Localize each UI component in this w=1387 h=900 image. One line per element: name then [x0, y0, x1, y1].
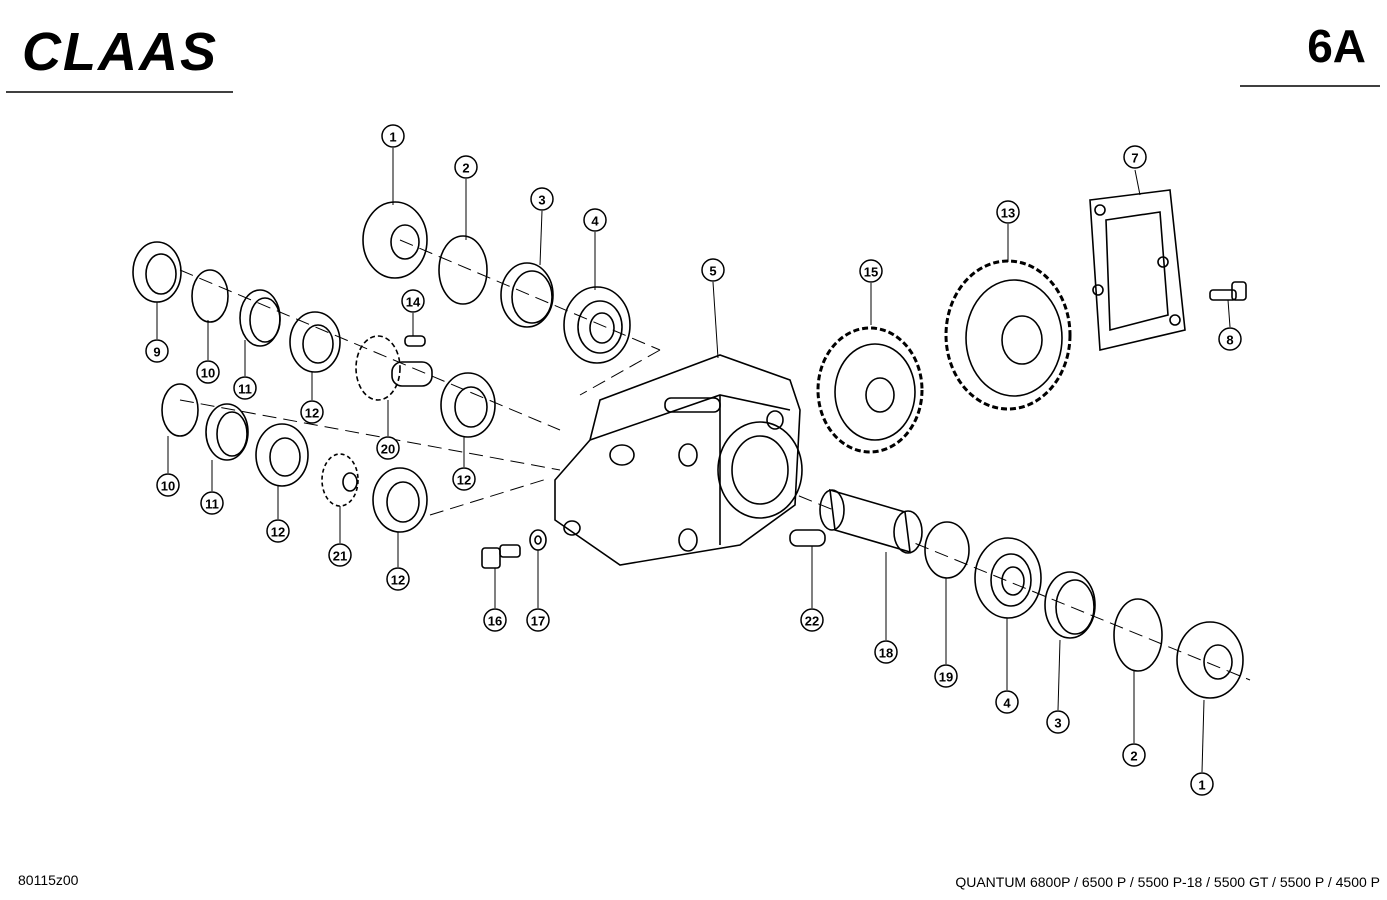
- callout-label: 21: [333, 549, 347, 564]
- washer-17: [529, 529, 547, 551]
- callout-label: 12: [457, 473, 471, 488]
- callout-10: 10: [196, 360, 220, 384]
- callout-label: 11: [205, 497, 219, 512]
- callout-13: 13: [996, 200, 1020, 224]
- bolt-8: [1209, 281, 1247, 301]
- callout-14: 14: [401, 289, 425, 313]
- callout-label: 22: [805, 614, 819, 629]
- callout-label: 19: [939, 670, 953, 685]
- callout-11: 11: [200, 491, 224, 515]
- pinion-21: [321, 453, 359, 507]
- bearing-12-lower-left: [255, 423, 309, 487]
- callout-7: 7: [1123, 145, 1147, 169]
- circlip-2-top: [438, 235, 488, 305]
- circlip-19: [924, 521, 970, 579]
- callout-9: 9: [145, 339, 169, 363]
- drawing-number: 80115z00: [18, 872, 79, 888]
- callout-12: 12: [386, 567, 410, 591]
- circlip-10-lower: [161, 383, 199, 437]
- callout-label: 4: [1003, 696, 1011, 711]
- callout-label: 15: [864, 265, 878, 280]
- callout-8: 8: [1218, 327, 1242, 351]
- callout-label: 2: [462, 161, 469, 176]
- gear-15: [816, 326, 924, 454]
- callout-3: 3: [1046, 710, 1070, 734]
- pinion-20: [355, 335, 433, 401]
- leader-lines: [156, 148, 1231, 773]
- gear-13: [944, 259, 1072, 411]
- callout-17: 17: [526, 608, 550, 632]
- callout-5: 5: [701, 258, 725, 282]
- callout-12: 12: [300, 400, 324, 424]
- key-22: [789, 529, 826, 547]
- shaft-18: [819, 488, 923, 554]
- callout-12: 12: [452, 467, 476, 491]
- callout-18: 18: [874, 640, 898, 664]
- bearing-4-bottom: [974, 537, 1042, 619]
- callout-label: 8: [1226, 333, 1233, 348]
- callout-label: 3: [538, 193, 545, 208]
- spacer-ring-3-top: [500, 262, 554, 328]
- spacer-ring-3-bottom: [1044, 571, 1096, 639]
- seal-ring-9: [132, 241, 182, 303]
- callout-label: 12: [391, 573, 405, 588]
- callout-label: 13: [1001, 206, 1015, 221]
- key-14: [404, 335, 426, 347]
- spacer-ring-11-lower: [205, 403, 249, 461]
- bearing-12-mid: [440, 372, 496, 438]
- callout-10: 10: [156, 473, 180, 497]
- callout-label: 17: [531, 614, 545, 629]
- model-list: QUANTUM 6800P / 6500 P / 5500 P-18 / 550…: [955, 874, 1380, 890]
- callout-2: 2: [1122, 743, 1146, 767]
- callout-label: 11: [238, 382, 252, 397]
- callout-11: 11: [233, 376, 257, 400]
- callout-15: 15: [859, 259, 883, 283]
- seal-ring-1-bottom: [1176, 621, 1244, 699]
- callout-label: 14: [406, 295, 421, 310]
- bearing-12-upper-left: [289, 311, 341, 373]
- callout-label: 18: [879, 646, 893, 661]
- callout-label: 3: [1054, 716, 1061, 731]
- callout-4: 4: [995, 690, 1019, 714]
- callout-label: 7: [1131, 151, 1138, 166]
- callout-label: 2: [1130, 749, 1137, 764]
- callout-label: 5: [709, 264, 716, 279]
- callout-4: 4: [583, 208, 607, 232]
- callout-label: 1: [389, 130, 396, 145]
- callout-21: 21: [328, 543, 352, 567]
- callout-label: 10: [201, 366, 215, 381]
- callout-3: 3: [530, 187, 554, 211]
- gearbox-housing: [554, 354, 803, 566]
- callout-label: 4: [591, 214, 599, 229]
- callout-20: 20: [376, 436, 400, 460]
- callout-19: 19: [934, 664, 958, 688]
- callout-2: 2: [454, 155, 478, 179]
- callout-1: 1: [1190, 772, 1214, 796]
- bearing-12-lower: [372, 467, 428, 533]
- callout-label: 10: [161, 479, 175, 494]
- parts-drawing: [132, 148, 1251, 773]
- circlip-10-upper: [191, 269, 229, 323]
- callout-label: 9: [153, 345, 160, 360]
- page-number: 6A: [1307, 20, 1366, 72]
- callout-label: 20: [381, 442, 395, 457]
- spacer-ring-11-upper: [239, 289, 281, 347]
- bearing-4-top: [563, 286, 631, 364]
- callout-label: 1: [1198, 778, 1205, 793]
- circlip-2-bottom: [1113, 598, 1163, 672]
- seal-ring-1-top: [362, 201, 428, 279]
- cover-plate-7: [1089, 189, 1186, 351]
- callout-label: 12: [305, 406, 319, 421]
- callout-12: 12: [266, 519, 290, 543]
- brand-logo: CLAAS: [22, 22, 218, 82]
- callout-label: 16: [488, 614, 502, 629]
- callout-16: 16: [483, 608, 507, 632]
- callout-22: 22: [800, 608, 824, 632]
- callout-1: 1: [381, 124, 405, 148]
- callout-label: 12: [271, 525, 285, 540]
- bolt-16: [481, 544, 521, 569]
